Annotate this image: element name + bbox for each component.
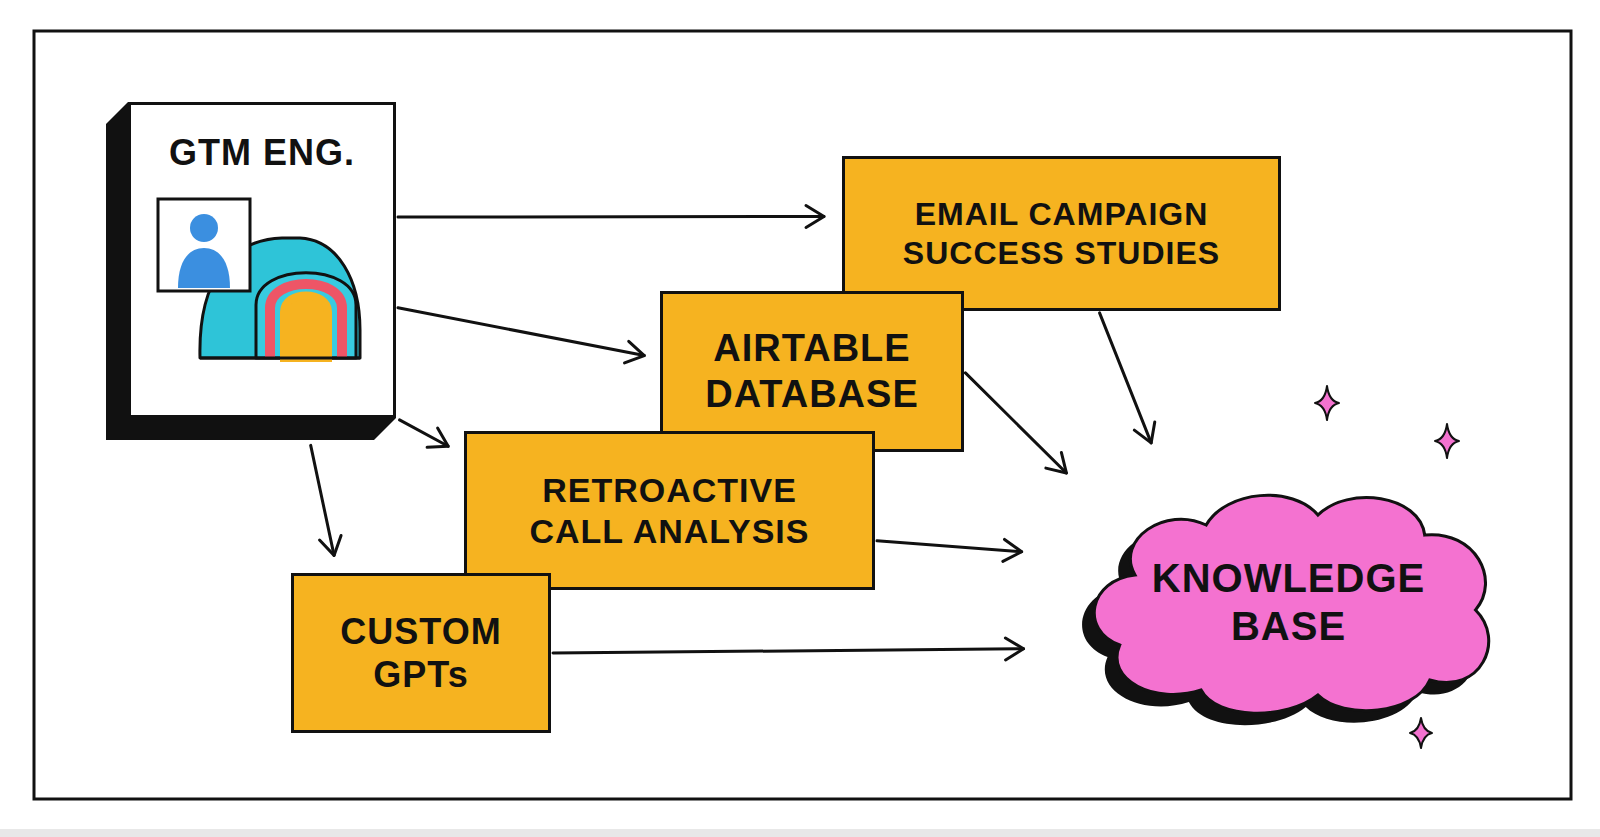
card-shadow [106, 102, 396, 440]
node-label: GTM ENG. [169, 131, 355, 174]
arrowhead [1046, 452, 1067, 472]
label-group: RETROACTIVE CALL ANALYSIS [510, 470, 830, 552]
arrowhead [1134, 422, 1154, 443]
connector-line [553, 649, 1024, 653]
node-label: EMAIL CAMPAIGN SUCCESS STUDIES [882, 195, 1242, 272]
connector-line [311, 445, 334, 555]
flow-arrow [398, 205, 824, 227]
node-label: RETROACTIVE CALL ANALYSIS [510, 470, 830, 552]
flow-arrow [311, 445, 341, 555]
flow-arrow [1100, 313, 1155, 443]
flow-arrow [965, 373, 1066, 473]
outer-frame [34, 31, 1571, 799]
node-label: KNOWLEDGE BASE [1144, 554, 1434, 650]
label-group: GTM ENG. [169, 131, 355, 174]
connector-line [965, 373, 1066, 473]
process-box: CUSTOM GPTs [291, 573, 551, 733]
connector-line [398, 215, 824, 219]
cloud-node: KNOWLEDGE BASE [1074, 480, 1504, 724]
bottom-band [0, 829, 1600, 837]
arrowhead [806, 205, 824, 227]
cloud-outline [1074, 480, 1504, 724]
flow-arrow [877, 539, 1022, 561]
label-group: EMAIL CAMPAIGN SUCCESS STUDIES [882, 195, 1242, 272]
flow-arrow [553, 638, 1024, 660]
connector-line [398, 308, 644, 356]
arrowhead [427, 428, 448, 447]
arrowhead [1005, 638, 1023, 660]
arrowhead [1003, 539, 1022, 561]
label-group: AIRTABLE DATABASE [687, 326, 937, 417]
label-group: KNOWLEDGE BASE [1144, 554, 1434, 650]
connector-line [877, 541, 1022, 552]
node-label: AIRTABLE DATABASE [687, 326, 937, 417]
process-box: AIRTABLE DATABASE [660, 291, 964, 452]
avatar-icon [158, 199, 250, 291]
arrowhead [625, 341, 645, 363]
process-box: EMAIL CAMPAIGN SUCCESS STUDIES [842, 156, 1281, 311]
arrowhead [320, 536, 342, 556]
profile-card: GTM ENG. [128, 102, 396, 418]
label-group: CUSTOM GPTs [321, 610, 521, 696]
process-box: RETROACTIVE CALL ANALYSIS [464, 431, 875, 590]
connector-line [1100, 313, 1152, 443]
flow-arrow [398, 308, 644, 363]
flow-arrow [400, 420, 449, 447]
node-label: CUSTOM GPTs [321, 610, 521, 696]
